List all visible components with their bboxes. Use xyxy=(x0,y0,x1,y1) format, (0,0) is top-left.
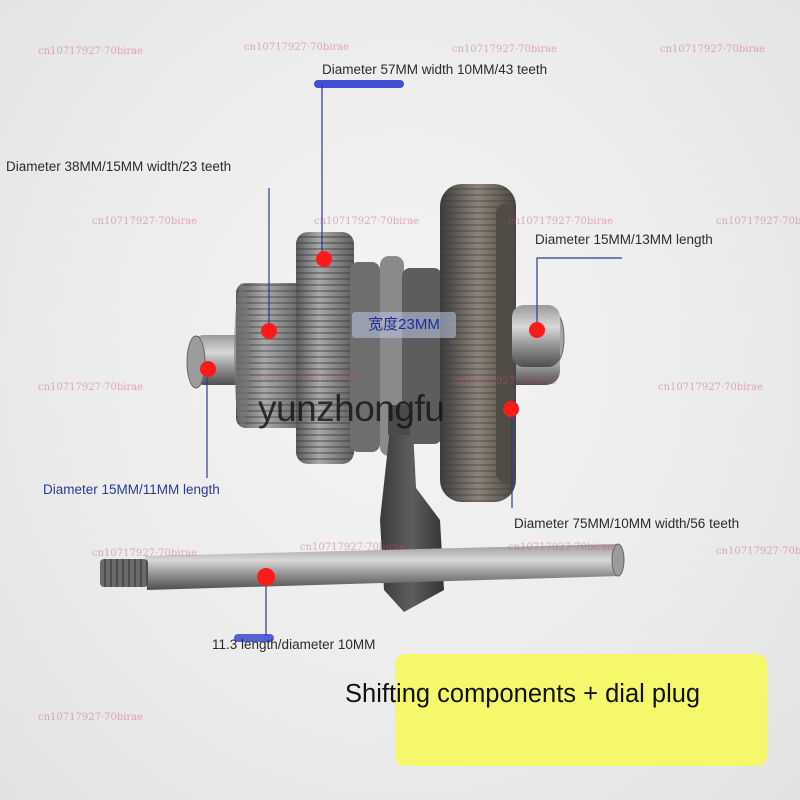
watermark: cn10717927·70birae xyxy=(92,216,198,227)
watermark: cn10717927·70birae xyxy=(300,542,406,553)
label-gear-75mm: Diameter 75MM/10MM width/56 teeth xyxy=(514,516,740,531)
watermark: cn10717927·70birae xyxy=(244,42,350,53)
blue-highlight xyxy=(314,80,404,88)
watermark: cn10717927·70birae xyxy=(314,216,420,227)
leader-lines xyxy=(206,84,622,636)
marker-gear-38 xyxy=(261,323,277,339)
gear-57mm xyxy=(296,232,354,464)
caption-text: Shifting components + dial plug xyxy=(345,680,701,708)
marker-shaft-right xyxy=(529,322,545,338)
watermark: cn10717927·70birae xyxy=(38,382,144,393)
watermark: cn10717927·70birae xyxy=(38,712,144,723)
width-label: 宽度23MM xyxy=(352,312,456,338)
watermark: cn10717927·70birae xyxy=(452,44,558,55)
marker-gear-75 xyxy=(503,401,519,417)
watermark: cn10717927·70birae xyxy=(660,44,766,55)
label-gear-38mm: Diameter 38MM/15MM width/23 teeth xyxy=(6,159,232,174)
marker-gear-57 xyxy=(316,251,332,267)
watermark: cn10717927·70birae xyxy=(508,542,614,553)
gear-75mm xyxy=(440,184,516,502)
caption-banner: Shifting components + dial plug xyxy=(345,654,767,766)
blue-highlight xyxy=(234,634,274,642)
label-rod: 11.3 length/diameter 10MM xyxy=(212,637,376,652)
label-shaft-left: Diameter 15MM/11MM length xyxy=(43,482,220,497)
watermark: cn10717927·70birae xyxy=(716,546,800,557)
watermark: cn10717927·70birae xyxy=(38,46,144,57)
label-gear-57mm: Diameter 57MM width 10MM/43 teeth xyxy=(322,62,548,77)
markers xyxy=(200,251,545,586)
label-shaft-right: Diameter 15MM/13MM length xyxy=(535,232,713,247)
watermark: cn10717927·70birae xyxy=(92,548,198,559)
brand-watermark: yunzhongfu xyxy=(258,388,445,429)
watermark: cn10717927·70birae xyxy=(716,216,800,227)
watermark: cn10717927·70birae xyxy=(508,216,614,227)
marker-rod xyxy=(257,568,275,586)
watermark: cn10717927·70birae xyxy=(452,376,558,387)
gear-38mm xyxy=(234,283,306,428)
marker-shaft-left xyxy=(200,361,216,377)
watermark: cn10717927·70birae xyxy=(258,372,364,383)
watermark: cn10717927·70birae xyxy=(658,382,764,393)
